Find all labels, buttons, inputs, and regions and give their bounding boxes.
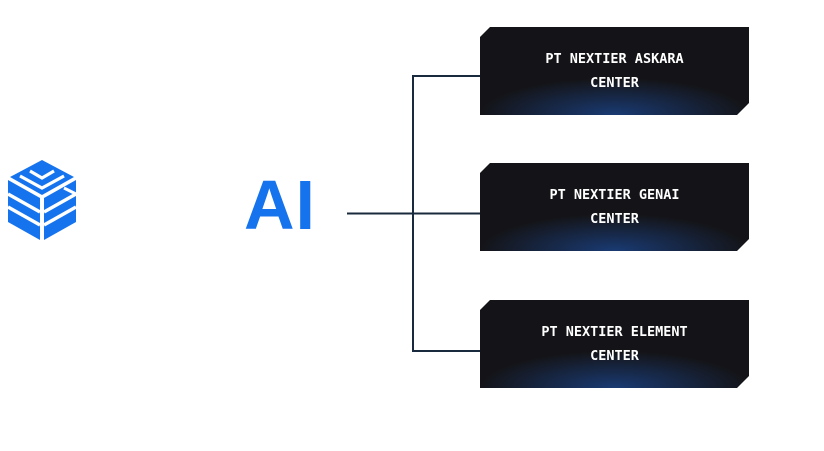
center-label-element: PT NEXTIER ELEMENT CENTER (541, 324, 688, 364)
ai-title: AI (244, 166, 316, 244)
center-label-genai: PT NEXTIER GENAI CENTER (549, 187, 680, 227)
center-label-askara: PT NEXTIER ASKARA CENTER (545, 51, 684, 91)
stacked-cube-logo-icon (7, 160, 77, 240)
center-box-element: PT NEXTIER ELEMENT CENTER (480, 300, 749, 388)
center-box-askara: PT NEXTIER ASKARA CENTER (480, 27, 749, 115)
center-box-genai: PT NEXTIER GENAI CENTER (480, 163, 749, 251)
